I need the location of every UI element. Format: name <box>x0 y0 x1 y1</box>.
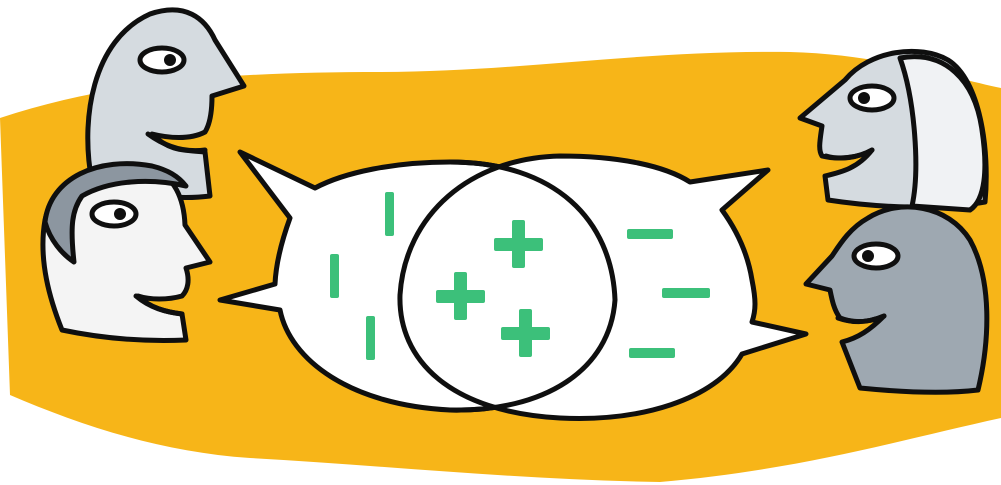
minus-mark <box>385 192 394 236</box>
minus-mark <box>662 288 710 298</box>
minus-mark <box>366 316 375 360</box>
minus-mark <box>627 229 673 239</box>
minus-mark <box>330 254 339 298</box>
minus-mark <box>629 348 675 358</box>
